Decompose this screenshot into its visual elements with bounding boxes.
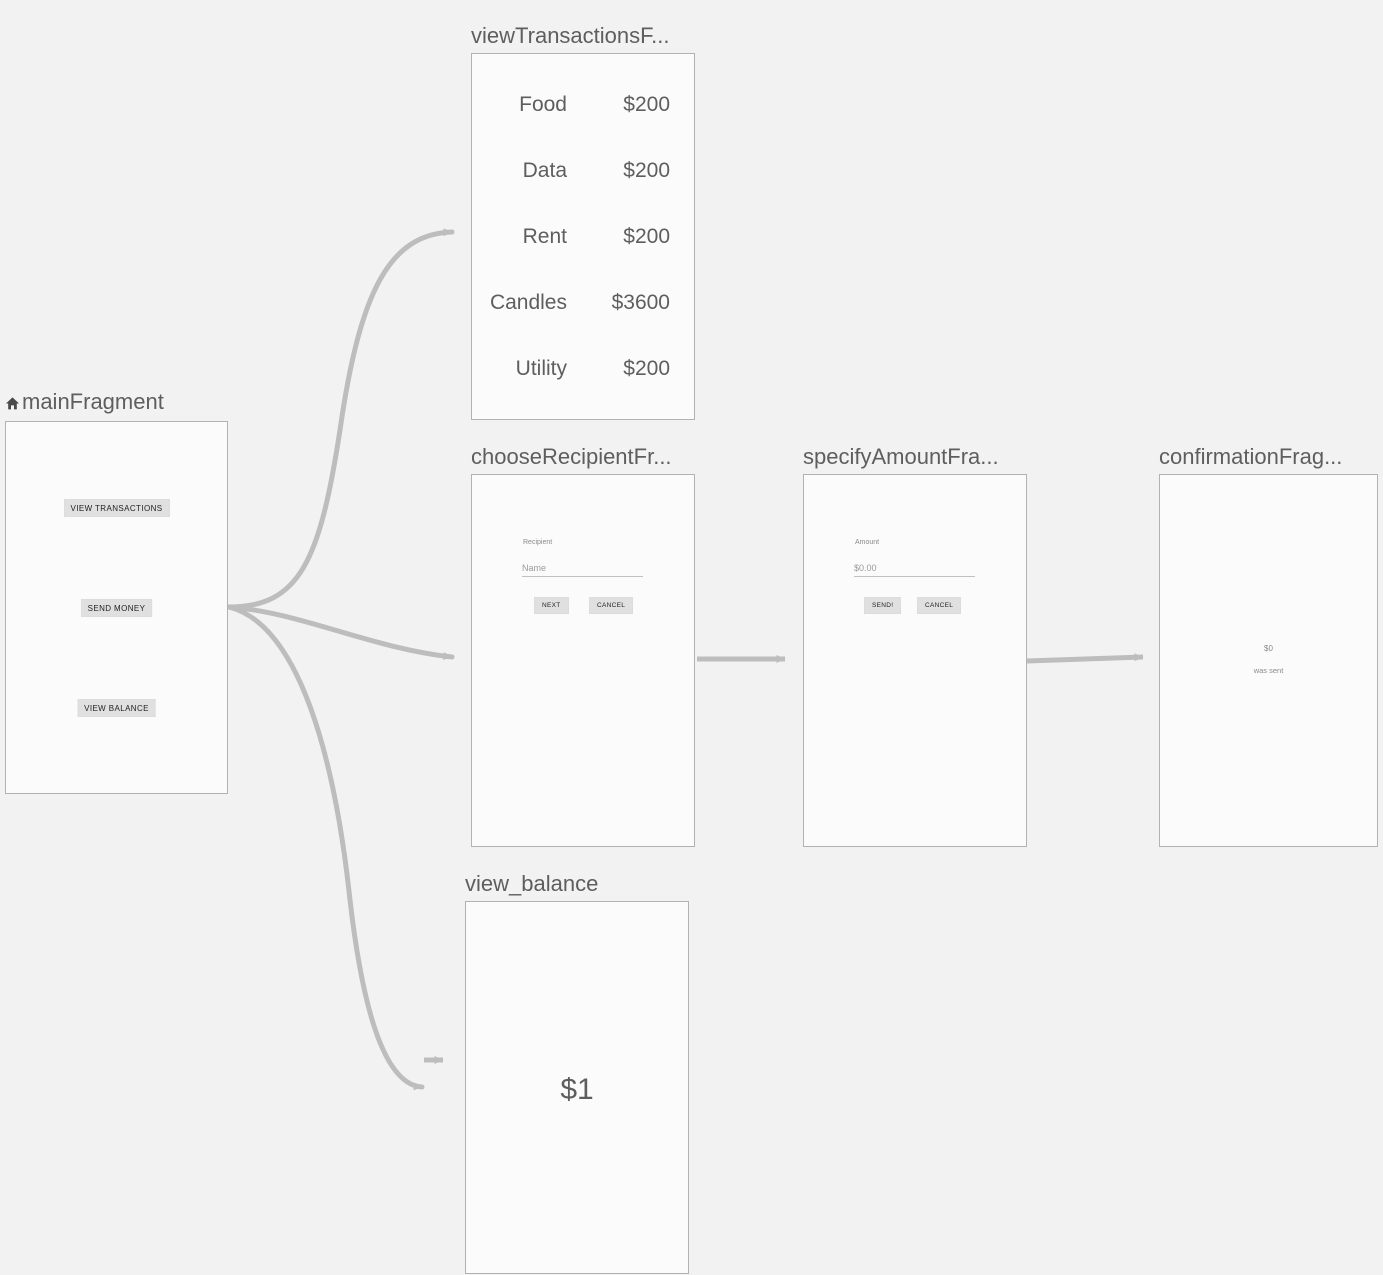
transaction-label: Data <box>522 159 567 182</box>
specify-amount-preview <box>803 474 1027 847</box>
recipient-next-button[interactable]: NEXT <box>534 597 569 614</box>
action-main-to-view-balance <box>226 604 425 1091</box>
transaction-label: Food <box>519 93 567 116</box>
confirmation-amount: $0 <box>1264 644 1273 653</box>
balance-amount: $1 <box>560 1073 594 1106</box>
destination-title-view-balance: view_balance <box>465 871 599 896</box>
destination-confirmation-fragment[interactable]: confirmationFrag... $0 was sent <box>1159 444 1378 847</box>
destination-title-confirmation: confirmationFrag... <box>1159 444 1343 469</box>
transaction-row: Data $200 <box>471 160 695 182</box>
destination-title-main-label: mainFragment <box>22 389 164 414</box>
confirmation-message: was sent <box>1253 666 1284 675</box>
transaction-row: Food $200 <box>471 94 695 116</box>
amount-input[interactable]: $0.00 <box>854 562 975 577</box>
amount-field-label: Amount <box>855 539 880 546</box>
amount-cancel-button[interactable]: CANCEL <box>917 597 962 614</box>
transaction-amount: $3600 <box>611 291 670 314</box>
transaction-row: Utility $200 <box>471 358 695 380</box>
transaction-label: Candles <box>489 291 567 314</box>
action-main-to-choose-recipient <box>226 604 455 661</box>
view-transactions-button[interactable]: VIEW TRANSACTIONS <box>63 499 170 517</box>
view-balance-button[interactable]: VIEW BALANCE <box>77 699 156 717</box>
action-main-to-view-transactions <box>226 228 455 610</box>
transaction-label: Utility <box>515 357 567 380</box>
transaction-amount: $200 <box>623 225 670 248</box>
transaction-row: Rent $200 <box>471 226 695 248</box>
amount-send-button[interactable]: SEND! <box>864 597 902 614</box>
transaction-amount: $200 <box>623 93 670 116</box>
destination-view-balance[interactable]: view_balance $1 <box>465 871 689 1274</box>
transaction-amount: $200 <box>623 357 670 380</box>
destination-view-transactions-fragment[interactable]: viewTransactionsF... Food $200 Data $200… <box>471 23 695 420</box>
choose-recipient-preview <box>471 474 695 847</box>
destination-title-main: mainFragment <box>5 389 164 417</box>
home-icon <box>5 391 20 417</box>
destination-specify-amount-fragment[interactable]: specifyAmountFra... Amount $0.00 SEND! C… <box>803 444 1027 847</box>
confirmation-preview <box>1159 474 1378 847</box>
destination-title-specify-amount: specifyAmountFra... <box>803 444 999 469</box>
recipient-field-label: Recipient <box>523 539 553 546</box>
main-fragment-preview <box>5 421 228 794</box>
recipient-cancel-button[interactable]: CANCEL <box>589 597 634 614</box>
transaction-row: Candles $3600 <box>471 292 695 314</box>
view-balance-preview <box>465 901 689 1274</box>
send-money-button[interactable]: SEND MONEY <box>80 599 153 617</box>
destination-choose-recipient-fragment[interactable]: chooseRecipientFr... Recipient Name NEXT… <box>471 444 695 847</box>
transaction-label: Rent <box>522 225 567 248</box>
destination-title-choose-recipient: chooseRecipientFr... <box>471 444 672 469</box>
destination-main-fragment[interactable]: mainFragment VIEW TRANSACTIONS SEND MONE… <box>5 389 228 794</box>
action-specify-amount-to-confirmation <box>1026 653 1144 664</box>
view-transactions-preview <box>471 53 695 420</box>
destination-title-view-transactions: viewTransactionsF... <box>471 23 670 48</box>
transaction-amount: $200 <box>623 159 670 182</box>
recipient-name-input[interactable]: Name <box>522 562 643 577</box>
